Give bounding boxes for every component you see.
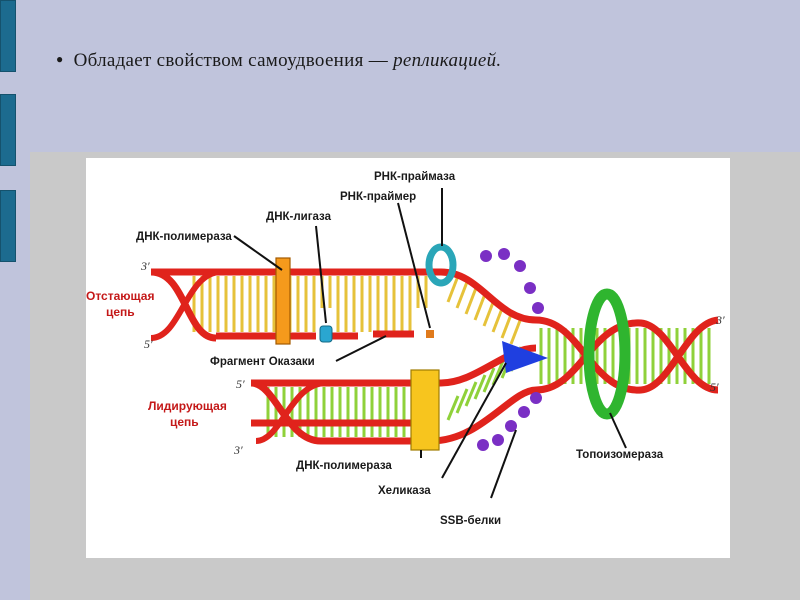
bullet-text: ● Обладает свойством самоудвоения — репли… xyxy=(56,50,501,72)
base-pair-rung xyxy=(482,299,496,327)
dna-polymerase-lagging xyxy=(275,257,291,345)
base-pair-rung xyxy=(482,367,496,393)
label-end-top-left-5: 5′ xyxy=(144,337,153,351)
label-helicase: Хеликаза xyxy=(378,485,431,497)
base-pair-rung xyxy=(446,275,460,303)
replication-svg: РНК-праймаза РНК-праймер ДНК-лигаза ДНК-… xyxy=(86,171,725,527)
lagging-template-strand xyxy=(151,268,537,324)
ssb-proteins-top xyxy=(480,248,544,314)
bullet-dot: ● xyxy=(56,52,64,66)
label-leading-strand-2: цепь xyxy=(170,415,199,429)
bullet-italic-text: репликацией. xyxy=(393,50,502,71)
label-okazaki-fragment: Фрагмент Оказаки xyxy=(210,356,315,368)
label-end-top-left-3: 3′ xyxy=(140,259,150,273)
leading-twist-b xyxy=(255,380,327,444)
base-pair-rung xyxy=(455,281,469,309)
base-pair-rung xyxy=(473,293,487,321)
base-pair-rung xyxy=(491,360,505,386)
accent-bar-3 xyxy=(0,190,16,262)
label-end-bottom-left-3: 3′ xyxy=(233,443,243,457)
label-dna-ligase: ДНК-лигаза xyxy=(266,211,332,223)
label-end-right-5: 5′ xyxy=(710,380,719,394)
label-dna-polymerase-top: ДНК-полимераза xyxy=(136,231,232,243)
topoisomerase-ring xyxy=(583,288,631,420)
dna-ligase xyxy=(319,325,333,343)
base-pair-rung xyxy=(473,374,487,400)
replication-diagram: РНК-праймаза РНК-праймер ДНК-лигаза ДНК-… xyxy=(86,158,730,558)
accent-bar-1 xyxy=(0,0,16,72)
label-leading-strand-1: Лидирующая xyxy=(148,399,227,413)
base-pair-rung xyxy=(464,381,478,407)
rna-primer-mark xyxy=(426,330,434,338)
label-ssb-proteins: SSB-белки xyxy=(440,515,501,527)
base-pair-rung xyxy=(455,388,469,414)
parent-strand-b xyxy=(535,319,719,394)
label-end-bottom-left-5: 5′ xyxy=(236,377,245,391)
dna-polymerase-leading xyxy=(410,369,440,451)
ssb-proteins-bottom xyxy=(477,392,542,451)
helicase-wedge xyxy=(502,341,548,373)
label-end-right-3: 3′ xyxy=(715,313,725,327)
base-pair-rung xyxy=(446,395,460,421)
accent-bar-2 xyxy=(0,94,16,166)
parent-strand-a xyxy=(535,316,719,394)
lagging-left-twist-2 xyxy=(150,269,222,341)
label-rna-primer: РНК-праймер xyxy=(340,191,416,203)
base-pair-rung xyxy=(464,287,478,315)
rna-primase xyxy=(425,243,457,287)
label-dna-polymerase-bottom: ДНК-полимераза xyxy=(296,460,392,472)
label-lagging-strand-2: цепь xyxy=(106,305,135,319)
label-topoisomerase: Топоизомераза xyxy=(576,449,664,461)
base-pair-rung xyxy=(509,317,523,345)
label-lagging-strand-1: Отстающая xyxy=(86,289,154,303)
leader-lines xyxy=(233,188,627,499)
label-rna-primase: РНК-праймаза xyxy=(374,171,456,183)
bullet-plain-text: Обладает свойством самоудвоения — xyxy=(73,50,394,71)
